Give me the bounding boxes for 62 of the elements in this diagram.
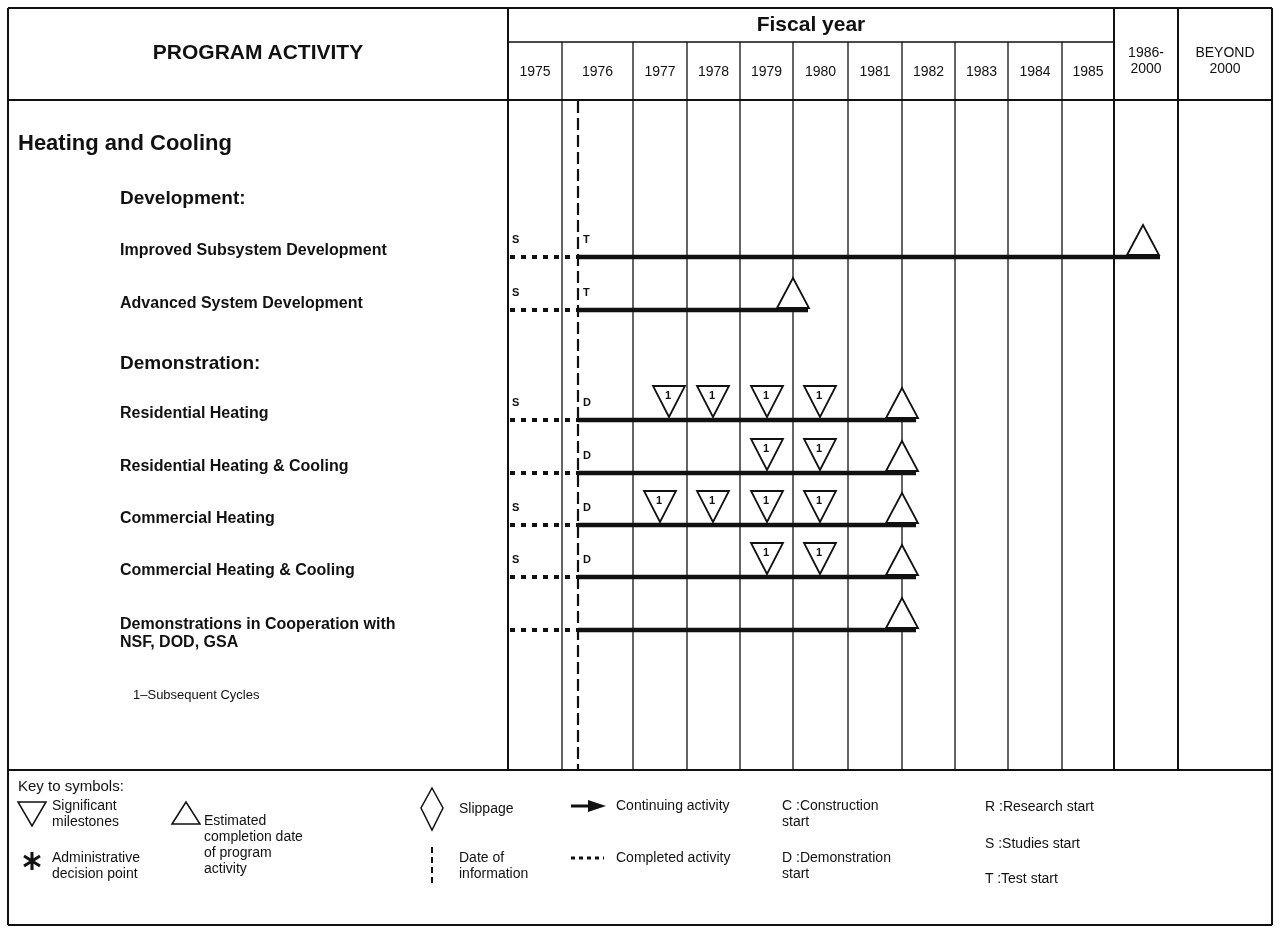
marker-letter: D xyxy=(583,501,591,514)
cycle-number: 1 xyxy=(763,442,770,455)
marker-letter: D xyxy=(583,396,591,409)
year-label: 1983 xyxy=(964,63,999,80)
activity-label: Improved Subsystem Development xyxy=(120,241,388,260)
marker-letter: S xyxy=(512,396,520,409)
legend-text: Significant milestones xyxy=(52,797,120,830)
year-label: 1986- 2000 xyxy=(1127,44,1165,77)
section-heading: Development: xyxy=(120,187,246,209)
activity-label: Residential Heating xyxy=(120,404,270,423)
cycle-number: 1 xyxy=(763,546,770,559)
footnote: 1–Subsequent Cycles xyxy=(133,688,260,703)
year-label: 1978 xyxy=(696,63,731,80)
cycle-number: 1 xyxy=(656,494,663,507)
key-text: T :Test start xyxy=(985,870,1058,887)
year-label: 1976 xyxy=(580,63,615,80)
activity-label: Residential Heating & Cooling xyxy=(120,457,350,476)
cycle-number: 1 xyxy=(816,494,823,507)
year-label: 1979 xyxy=(749,63,784,80)
marker-letter: S xyxy=(512,553,520,566)
marker-letter: T xyxy=(583,286,590,299)
cycle-number: 1 xyxy=(816,442,823,455)
activity-label: Advanced System Development xyxy=(120,294,364,313)
marker-letter: D xyxy=(583,553,591,566)
cycle-number: 1 xyxy=(709,494,716,507)
cycle-number: 1 xyxy=(763,494,770,507)
section-heading: Heating and Cooling xyxy=(18,130,232,156)
key-text: D :Demonstration start xyxy=(782,849,892,882)
marker-letter: S xyxy=(512,233,520,246)
marker-letter: S xyxy=(512,501,520,514)
cycle-number: 1 xyxy=(709,389,716,402)
year-label: 1980 xyxy=(803,63,838,80)
legend-text: Date of information xyxy=(459,849,530,882)
key-text: C :Construction start xyxy=(782,797,880,830)
legend-text: Completed activity xyxy=(616,849,732,866)
activity-label: Commercial Heating & Cooling xyxy=(120,561,356,580)
key-text: S :Studies start xyxy=(985,835,1080,852)
marker-letter: D xyxy=(583,449,591,462)
legend-text: Administrative decision point xyxy=(52,849,141,882)
year-label: 1977 xyxy=(643,63,677,80)
key-text: R :Research start xyxy=(985,798,1094,815)
cycle-number: 1 xyxy=(816,546,823,559)
legend-text: Continuing activity xyxy=(616,797,731,814)
marker-letter: T xyxy=(583,233,590,246)
cycle-number: 1 xyxy=(816,389,823,402)
column-header: Fiscal year xyxy=(755,12,867,37)
year-label: 1985 xyxy=(1071,63,1105,80)
legend-text: Estimated completion date of program activity xyxy=(204,812,304,877)
section-heading: Demonstration: xyxy=(120,352,261,374)
year-label: BEYOND 2000 xyxy=(1194,44,1256,77)
year-label: 1982 xyxy=(911,63,946,80)
cycle-number: 1 xyxy=(665,389,672,402)
key-heading: Key to symbols: xyxy=(18,777,124,795)
year-label: 1981 xyxy=(858,63,892,80)
column-header: PROGRAM ACTIVITY xyxy=(151,40,365,65)
legend-text: Slippage xyxy=(459,800,515,817)
activity-label: Commercial Heating xyxy=(120,509,276,528)
year-label: 1975 xyxy=(518,63,552,80)
cycle-number: 1 xyxy=(763,389,770,402)
year-label: 1984 xyxy=(1018,63,1052,80)
marker-letter: S xyxy=(512,286,520,299)
activity-label: Demonstrations in Cooperation with NSF, DOD, GSA xyxy=(120,615,397,652)
